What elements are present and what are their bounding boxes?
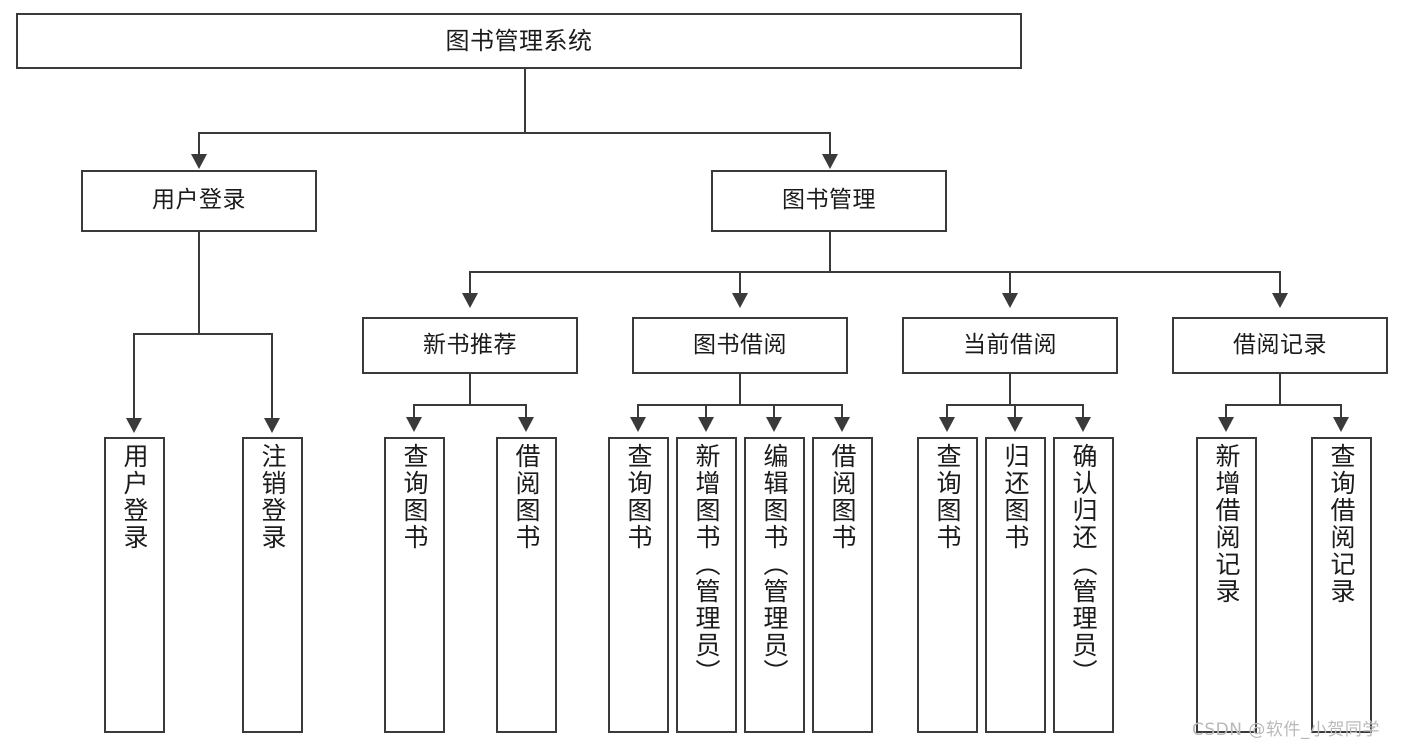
connector-borrow-record-stem	[1279, 374, 1281, 405]
connector-to-book-borrow	[739, 271, 741, 295]
leaf-logout[interactable]: 注销登录	[242, 437, 303, 733]
arrow-current-borrow-child-1	[939, 417, 955, 432]
node-user-login[interactable]: 用户登录	[81, 170, 317, 232]
connector-book-borrow-child-4	[841, 404, 843, 418]
leaf-current-return-book[interactable]: 归还图书	[985, 437, 1046, 733]
connector-current-borrow-child-1	[946, 404, 948, 418]
csdn-watermark: CSDN @软件_小贺同学	[1192, 720, 1380, 740]
connector-root-stem	[524, 69, 526, 133]
connector-to-current-borrow	[1009, 271, 1011, 295]
leaf-borrow-edit-book[interactable]: 编辑图书（管理员）	[744, 437, 805, 733]
connector-book-borrow-child-1	[637, 404, 639, 418]
connector-current-borrow-stem	[1009, 374, 1011, 405]
node-label: 借阅图书	[828, 443, 857, 551]
node-label: 新增借阅记录	[1212, 443, 1241, 605]
node-label: 编辑图书（管理员）	[760, 443, 789, 686]
arrow-book-borrow-child-2	[698, 417, 714, 432]
arrow-current-borrow-child-3	[1075, 417, 1091, 432]
arrow-to-book-borrow	[732, 293, 748, 308]
connector-to-user-login	[198, 132, 200, 156]
leaf-newbook-borrow-book[interactable]: 借阅图书	[496, 437, 557, 733]
connector-book-borrow-bus	[637, 404, 843, 406]
leaf-newbook-query-book[interactable]: 查询图书	[384, 437, 445, 733]
arrow-borrow-record-child-2	[1333, 417, 1349, 432]
node-root-system[interactable]: 图书管理系统	[16, 13, 1022, 69]
node-label: 图书借阅	[693, 331, 787, 358]
connector-new-book-child-1	[413, 404, 415, 418]
arrow-to-borrow-record	[1272, 293, 1288, 308]
node-borrow-record[interactable]: 借阅记录	[1172, 317, 1388, 374]
leaf-borrow-query-book[interactable]: 查询图书	[608, 437, 669, 733]
node-book-borrow[interactable]: 图书借阅	[632, 317, 848, 374]
arrow-current-borrow-child-2	[1007, 417, 1023, 432]
arrow-to-new-book	[462, 293, 478, 308]
connector-book-borrow-stem	[739, 374, 741, 405]
leaf-current-query-book[interactable]: 查询图书	[917, 437, 978, 733]
node-label: 查询借阅记录	[1327, 443, 1356, 605]
arrow-new-book-child-2	[518, 417, 534, 432]
node-label: 用户登录	[152, 187, 246, 214]
arrow-to-current-borrow	[1002, 293, 1018, 308]
arrow-user-login-child-1	[126, 418, 142, 433]
connector-book-borrow-child-3	[773, 404, 775, 418]
connector-borrow-record-bus	[1225, 404, 1342, 406]
connector-to-book-manage	[829, 132, 831, 156]
arrow-book-borrow-child-3	[766, 417, 782, 432]
arrow-user-login-child-2	[264, 418, 280, 433]
node-label: 借阅图书	[512, 443, 541, 551]
node-label: 注销登录	[258, 443, 287, 551]
node-label: 图书管理系统	[445, 26, 593, 55]
leaf-current-confirm-return[interactable]: 确认归还（管理员）	[1053, 437, 1114, 733]
connector-level3-bus	[469, 271, 1280, 273]
leaf-borrow-add-book[interactable]: 新增图书（管理员）	[676, 437, 737, 733]
connector-new-book-stem	[469, 374, 471, 405]
connector-user-login-stem	[198, 232, 200, 334]
node-label: 新书推荐	[423, 331, 517, 358]
node-label: 查询图书	[400, 443, 429, 551]
leaf-record-query[interactable]: 查询借阅记录	[1311, 437, 1372, 733]
arrow-book-borrow-child-1	[630, 417, 646, 432]
connector-new-book-bus	[413, 404, 526, 406]
leaf-borrow-borrow-book[interactable]: 借阅图书	[812, 437, 873, 733]
node-label: 新增图书（管理员）	[692, 443, 721, 686]
connector-to-new-book	[469, 271, 471, 295]
node-current-borrow[interactable]: 当前借阅	[902, 317, 1118, 374]
node-label: 图书管理	[782, 187, 876, 214]
node-book-management[interactable]: 图书管理	[711, 170, 947, 232]
connector-user-login-child-2	[271, 333, 273, 419]
node-label: 归还图书	[1001, 443, 1030, 551]
node-label: 借阅记录	[1233, 331, 1327, 358]
connector-root-bus	[198, 132, 831, 134]
node-label: 当前借阅	[963, 331, 1057, 358]
connector-book-borrow-child-2	[705, 404, 707, 418]
arrow-book-borrow-child-4	[834, 417, 850, 432]
node-new-book-recommend[interactable]: 新书推荐	[362, 317, 578, 374]
connector-new-book-child-2	[525, 404, 527, 418]
node-label: 确认归还（管理员）	[1069, 443, 1098, 686]
connector-book-manage-stem	[829, 232, 831, 272]
connector-user-login-bus	[133, 333, 272, 335]
leaf-user-login[interactable]: 用户登录	[104, 437, 165, 733]
node-label: 用户登录	[120, 443, 149, 551]
connector-borrow-record-child-1	[1225, 404, 1227, 418]
arrow-to-book-manage	[822, 154, 838, 169]
connector-current-borrow-child-3	[1082, 404, 1084, 418]
node-label: 查询图书	[933, 443, 962, 551]
connector-borrow-record-child-2	[1340, 404, 1342, 418]
connector-user-login-child-1	[133, 333, 135, 419]
connector-to-borrow-record	[1279, 271, 1281, 295]
arrow-new-book-child-1	[406, 417, 422, 432]
arrow-borrow-record-child-1	[1218, 417, 1234, 432]
node-label: 查询图书	[624, 443, 653, 551]
leaf-record-add[interactable]: 新增借阅记录	[1196, 437, 1257, 733]
arrow-to-user-login	[191, 154, 207, 169]
connector-current-borrow-child-2	[1014, 404, 1016, 418]
